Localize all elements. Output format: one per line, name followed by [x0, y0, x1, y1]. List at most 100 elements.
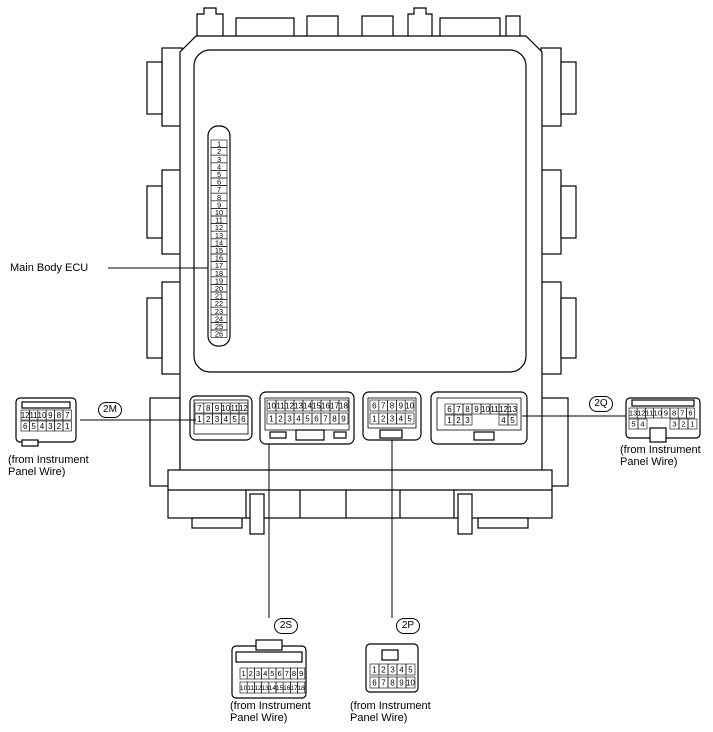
plug-2S-pin-number: 3 [256, 669, 260, 678]
ecu-2Q-cell [507, 403, 518, 415]
ecu-2P-pin-number: 7 [381, 401, 386, 410]
ecu-2M-pin-number: 12 [239, 404, 248, 413]
ecu-2M-pin-number: 11 [230, 404, 239, 413]
ecu-2S-pin-number: 3 [287, 414, 292, 423]
plug-2S-pin-number: 9 [299, 669, 303, 678]
side-tab [540, 47, 562, 127]
ecu-2P-pin-number: 4 [399, 414, 404, 423]
connector-id-2Q: 2Q [589, 396, 613, 412]
ecu-2S-pin-number: 8 [332, 414, 337, 423]
ecu-2Q-pin-number: 10 [481, 405, 490, 414]
plug-2S-cell [297, 681, 306, 694]
ecu-2M-pin-number: 6 [241, 415, 246, 424]
plug-2M-pin-number: 6 [23, 422, 28, 431]
ecu-2S-pin-number: 14 [303, 401, 312, 410]
plug-2S-pin-number: 17 [290, 685, 298, 692]
plug-2S-pin-number: 8 [292, 669, 296, 678]
ecu-2S-pin-number: 10 [267, 401, 276, 410]
side-tab [560, 297, 577, 359]
side-tab [161, 281, 183, 375]
ecu-2S-pin-number: 13 [294, 401, 303, 410]
strip-pin-number: 17 [215, 261, 223, 270]
ecu-2S-pin-number: 6 [314, 414, 319, 423]
ecu-2Q-cell [462, 414, 473, 426]
ecu-2Q-pin-number: 1 [447, 416, 452, 425]
ecu-2S-pin-number: 12 [285, 401, 294, 410]
ecu-2Q-pin-number: 7 [456, 405, 461, 414]
plug-2Q-pin-number: 5 [631, 420, 635, 429]
plug-2S-pin-number: 10 [240, 685, 248, 692]
plug-2Q-cell [637, 418, 648, 430]
main-body-ecu-label: Main Body ECU [10, 262, 89, 274]
plug-2M-pin-number: 8 [57, 411, 62, 420]
ecu-2Q-pin-number: 5 [510, 416, 515, 425]
ecu-2M-pin-number: 3 [215, 415, 220, 424]
plug-2M-pin-number: 7 [65, 411, 70, 420]
connector-id-2S: 2S [274, 618, 298, 634]
plug-2S-pin-number: 18 [298, 685, 306, 692]
plug-2M-pin-number: 12 [21, 411, 30, 420]
plug-2P-pin-number: 5 [408, 665, 413, 674]
strip-pin-number: 20 [215, 284, 223, 293]
strip-pin-number: 15 [215, 246, 223, 255]
ecu-2S-cell [338, 412, 349, 425]
ecu-2M-cell [238, 413, 249, 425]
plug-2S-pin-number: 2 [249, 669, 253, 678]
plug-2Q-pin-number: 8 [672, 409, 676, 418]
plug-2P-pin-number: 7 [381, 678, 386, 687]
strip-pin-number: 21 [215, 292, 223, 301]
plug-2P-pin-number: 1 [372, 665, 377, 674]
ecu-2M-pin-number: 9 [215, 404, 220, 413]
strip-pin-number: 6 [217, 178, 221, 187]
ecu-2Q-pin-number: 11 [490, 405, 499, 414]
plug-2P-pin-number: 10 [406, 678, 415, 687]
ecu-2P-pin-number: 9 [399, 401, 404, 410]
ecu-2M-pin-number: 10 [221, 404, 230, 413]
connector-leaders [80, 415, 626, 618]
ecu-2P-pin-number: 6 [372, 401, 377, 410]
side-tab [146, 297, 163, 359]
ecu-2P-pin-number: 8 [390, 401, 395, 410]
top-tab [196, 7, 224, 41]
plug-2M-pin-number: 5 [31, 422, 36, 431]
strip-pin-number: 4 [217, 162, 221, 171]
plug-2Q [625, 397, 701, 443]
strip-pin-number: 9 [217, 200, 221, 209]
ecu-terminal-strip: 1234567891011121314151617181920212223242… [207, 125, 231, 347]
plug-2S-cell [297, 667, 306, 680]
plug-2S-pin-number: 15 [276, 685, 284, 692]
strip-pin-number: 14 [215, 238, 223, 247]
ecu-2S-cell [338, 399, 349, 412]
strip-pin-number: 22 [215, 299, 223, 308]
strip-pin-number: 26 [215, 330, 223, 339]
plug-2S [231, 639, 307, 699]
connector-id-2M: 2M [98, 402, 122, 418]
plug-2P-cell [405, 676, 416, 689]
ecu-2P-pin-number: 5 [407, 414, 412, 423]
ecu-2Q-pin-number: 13 [508, 405, 517, 414]
strip-pin-number: 7 [217, 185, 221, 194]
plug-2P-cell [405, 663, 416, 676]
ecu-2P-pin-number: 10 [405, 401, 414, 410]
plug-2S-pin-number: 13 [262, 685, 270, 692]
strip-pin-number: 24 [215, 314, 223, 323]
side-tab [161, 169, 183, 255]
side-tab [560, 61, 577, 115]
ecu-2Q-pin-number: 6 [447, 405, 452, 414]
ecu-2M-pin-number: 4 [224, 415, 229, 424]
plug-2M-pin-number: 11 [29, 411, 38, 420]
plug-2P-pin-number: 2 [381, 665, 386, 674]
strip-pin-number: 16 [215, 254, 223, 263]
plug-2Q-pin-number: 12 [637, 409, 645, 418]
plug-2P-pin-number: 3 [390, 665, 395, 674]
plug-2S-pin-number: 5 [270, 669, 274, 678]
plug-2S-pin-number: 14 [269, 685, 277, 692]
strip-pin-number: 5 [217, 170, 221, 179]
ecu-2P-pin-number: 3 [390, 414, 395, 423]
ecu-2S-pin-number: 17 [330, 401, 339, 410]
plug-2S-pin-number: 16 [283, 685, 291, 692]
